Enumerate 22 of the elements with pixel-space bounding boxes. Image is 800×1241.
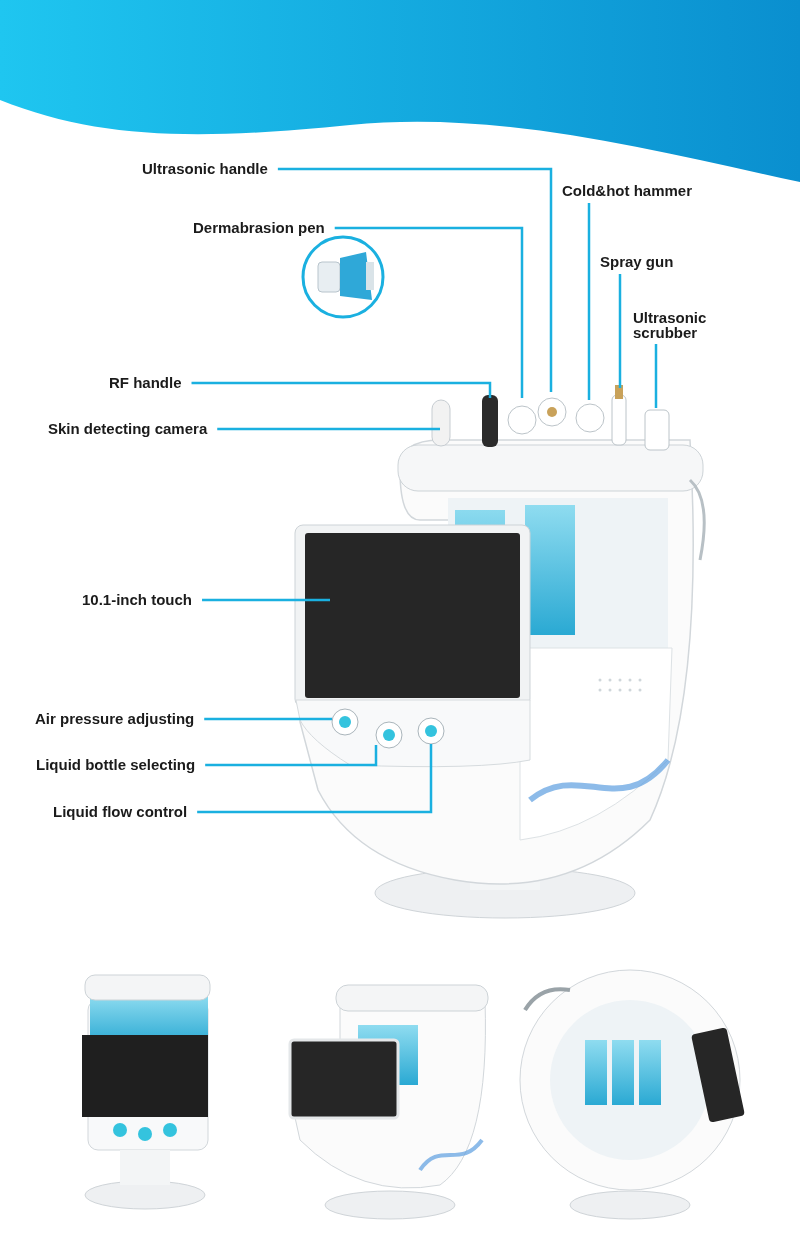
part-label: Air pressure adjusting	[35, 711, 195, 727]
leader-line	[654, 344, 658, 408]
part-label: RF handle	[109, 375, 182, 391]
part-label: Liquid flow control	[53, 804, 188, 820]
leader-line	[277, 167, 553, 392]
leader-line	[202, 598, 330, 602]
part-label: Liquid bottle selecting	[36, 757, 196, 773]
part-label: Cold&hot hammer	[562, 183, 692, 199]
part-label: 10.1-inch touch	[82, 592, 193, 608]
part-label: Ultrasonic handle	[142, 161, 268, 177]
leader-line	[217, 427, 440, 431]
leader-line	[587, 203, 591, 400]
leader-line	[197, 744, 433, 814]
leader-line	[205, 745, 378, 767]
part-label: Dermabrasion pen	[193, 220, 325, 236]
leader-line	[204, 717, 332, 721]
part-label: Ultrasonic scrubber	[633, 310, 721, 340]
part-label: Spray gun	[600, 254, 674, 270]
leader-line	[618, 274, 622, 388]
leader-line	[191, 381, 492, 398]
part-label: Skin detecting camera	[48, 421, 208, 437]
leader-line	[334, 226, 524, 398]
